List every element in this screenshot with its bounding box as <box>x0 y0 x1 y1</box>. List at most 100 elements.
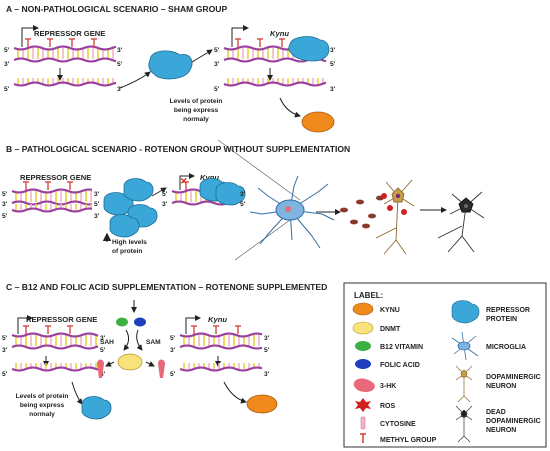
dna-double-strand <box>11 325 99 350</box>
legend-swatch-kynu <box>352 302 374 316</box>
translation-arrow <box>71 381 83 405</box>
sah-label: SAH <box>100 339 114 346</box>
legend-neuron-line-2: NEURON <box>486 383 516 390</box>
kynu-enzyme <box>246 394 278 414</box>
legend-methyl: METHYL GROUP <box>380 437 437 444</box>
section-c-kynu-gene: Kynu 5' 3' 3' 5' 5' 3' <box>170 315 270 378</box>
strand-end-3: 3' <box>117 86 123 93</box>
microglia-cell <box>249 175 335 249</box>
3hk-particle <box>340 207 348 213</box>
section-b: B – PATHOLOGICAL SCENARIO - ROTENON GROU… <box>2 139 485 261</box>
legend-neuron-line-1: DOPAMINERGIC <box>486 374 541 381</box>
strand-end-3: 3' <box>117 47 123 54</box>
section-b-gene-label: REPRESSOR GENE <box>20 173 91 182</box>
section-c-kynu-label: Kynu <box>208 315 227 324</box>
repressor-protein <box>148 50 193 80</box>
strand-end-5: 5' <box>94 201 100 208</box>
legend-dead-line-3: NEURON <box>486 427 516 434</box>
legend-b12: B12 VITAMIN <box>380 344 423 351</box>
legend-ros: ROS <box>380 403 396 410</box>
b12-vitamin <box>116 317 128 327</box>
ros-particle <box>401 209 407 215</box>
ros-particle <box>387 205 393 211</box>
levels-text-line-1: Levels of protein <box>16 393 69 400</box>
section-a-gene-label: REPRESSOR GENE <box>34 29 105 38</box>
sam-label: SAM <box>146 339 161 346</box>
strand-end-5: 5' <box>2 371 8 378</box>
strand-end-3: 3' <box>264 371 270 378</box>
strand-end-3: 3' <box>2 201 8 208</box>
kynu-enzyme <box>301 111 335 133</box>
promoter-arrow <box>17 315 33 334</box>
strand-end-3: 3' <box>100 335 106 342</box>
legend-swatch-dead-neuron <box>455 405 473 443</box>
strand-end-3: 3' <box>214 61 220 68</box>
strand-end-3: 3' <box>162 201 168 208</box>
binding-arrow <box>191 49 213 63</box>
strand-end-5: 5' <box>162 191 168 198</box>
levels-text-line-2: being express <box>174 107 219 114</box>
strand-end-5: 5' <box>170 335 176 342</box>
strand-end-5: 5' <box>170 371 176 378</box>
legend-swatch-3hk <box>353 378 375 392</box>
levels-text-line-3: normaly <box>29 411 55 418</box>
3hk-particle <box>362 223 370 229</box>
ros-particle <box>381 193 387 199</box>
legend-3hk: 3-HK <box>380 383 396 390</box>
dna-double-strand <box>179 325 263 350</box>
strand-end-5: 5' <box>117 61 123 68</box>
strand-end-5: 5' <box>2 213 8 220</box>
section-a-kynu-label: Kynu <box>270 29 289 38</box>
mrna-strand <box>11 204 93 213</box>
dead-dopaminergic-neuron <box>437 191 485 253</box>
section-a-repressor-gene: REPRESSOR GENE 5' 3' 3' 5' 5' 3' <box>4 25 123 93</box>
translation-arrow <box>119 71 151 89</box>
methylation-arrow <box>145 361 155 367</box>
section-a-kynu-gene: Kynu 5' 3' 3' 5' 5' 3' <box>214 25 336 93</box>
legend-dead-line-1: DEAD <box>486 409 506 416</box>
legend-kynu: KYNU <box>380 307 400 314</box>
legend-dnmt: DNMT <box>380 326 401 333</box>
strand-end-5: 5' <box>214 86 220 93</box>
dnmt-enzyme <box>117 353 143 371</box>
dopaminergic-neuron <box>375 179 415 255</box>
section-a: A – NON-PATHOLOGICAL SCENARIO – SHAM GRO… <box>4 4 336 133</box>
mrna-strand <box>179 363 263 372</box>
strand-end-5: 5' <box>330 61 336 68</box>
3hk-and-ros-particles <box>340 195 384 229</box>
strand-end-3: 3' <box>240 191 246 198</box>
3hk-icon <box>97 359 104 378</box>
repressor-protein-cluster <box>103 178 158 238</box>
legend-cytosine: CYTOSINE <box>380 421 416 428</box>
promoter-arrow <box>179 173 195 190</box>
mrna-strand <box>13 78 117 87</box>
3hk-icon <box>158 359 165 378</box>
cycle-arrow <box>123 329 130 351</box>
section-b-repressor-gene: REPRESSOR GENE 5' 3' 3' 5' 5' 3' <box>2 173 100 220</box>
folic-acid <box>134 317 146 327</box>
promoter-arrow <box>185 315 201 334</box>
section-c: C – B12 AND FOLIC ACID SUPPLEMENTATION –… <box>2 282 327 420</box>
3hk-particle <box>350 219 358 225</box>
dna-double-strand <box>13 38 117 63</box>
legend-swatch-dnmt <box>352 321 374 335</box>
legend-dead-line-2: DOPAMINERGIC <box>486 418 541 425</box>
strand-end-5: 5' <box>2 191 8 198</box>
legend-box: LABEL: KYNU DNMT B12 VITAMIN FOLIC ACID … <box>343 282 547 448</box>
legend-swatch-cytosine <box>360 416 366 430</box>
high-levels-line-2: of protein <box>112 248 142 255</box>
strand-end-3: 3' <box>330 47 336 54</box>
strand-end-3: 3' <box>330 86 336 93</box>
strand-end-5: 5' <box>4 86 10 93</box>
strand-end-3: 3' <box>264 335 270 342</box>
strand-end-5: 5' <box>4 47 10 54</box>
block-x-icon: ✕ <box>180 176 188 186</box>
mrna-strand <box>223 78 327 87</box>
translation-arrow <box>223 381 247 404</box>
legend-swatch-ros <box>355 398 371 412</box>
repressor-protein <box>103 192 134 216</box>
strand-end-3: 3' <box>4 61 10 68</box>
section-a-title: A – NON-PATHOLOGICAL SCENARIO – SHAM GRO… <box>6 4 227 14</box>
strand-end-5: 5' <box>100 347 106 354</box>
